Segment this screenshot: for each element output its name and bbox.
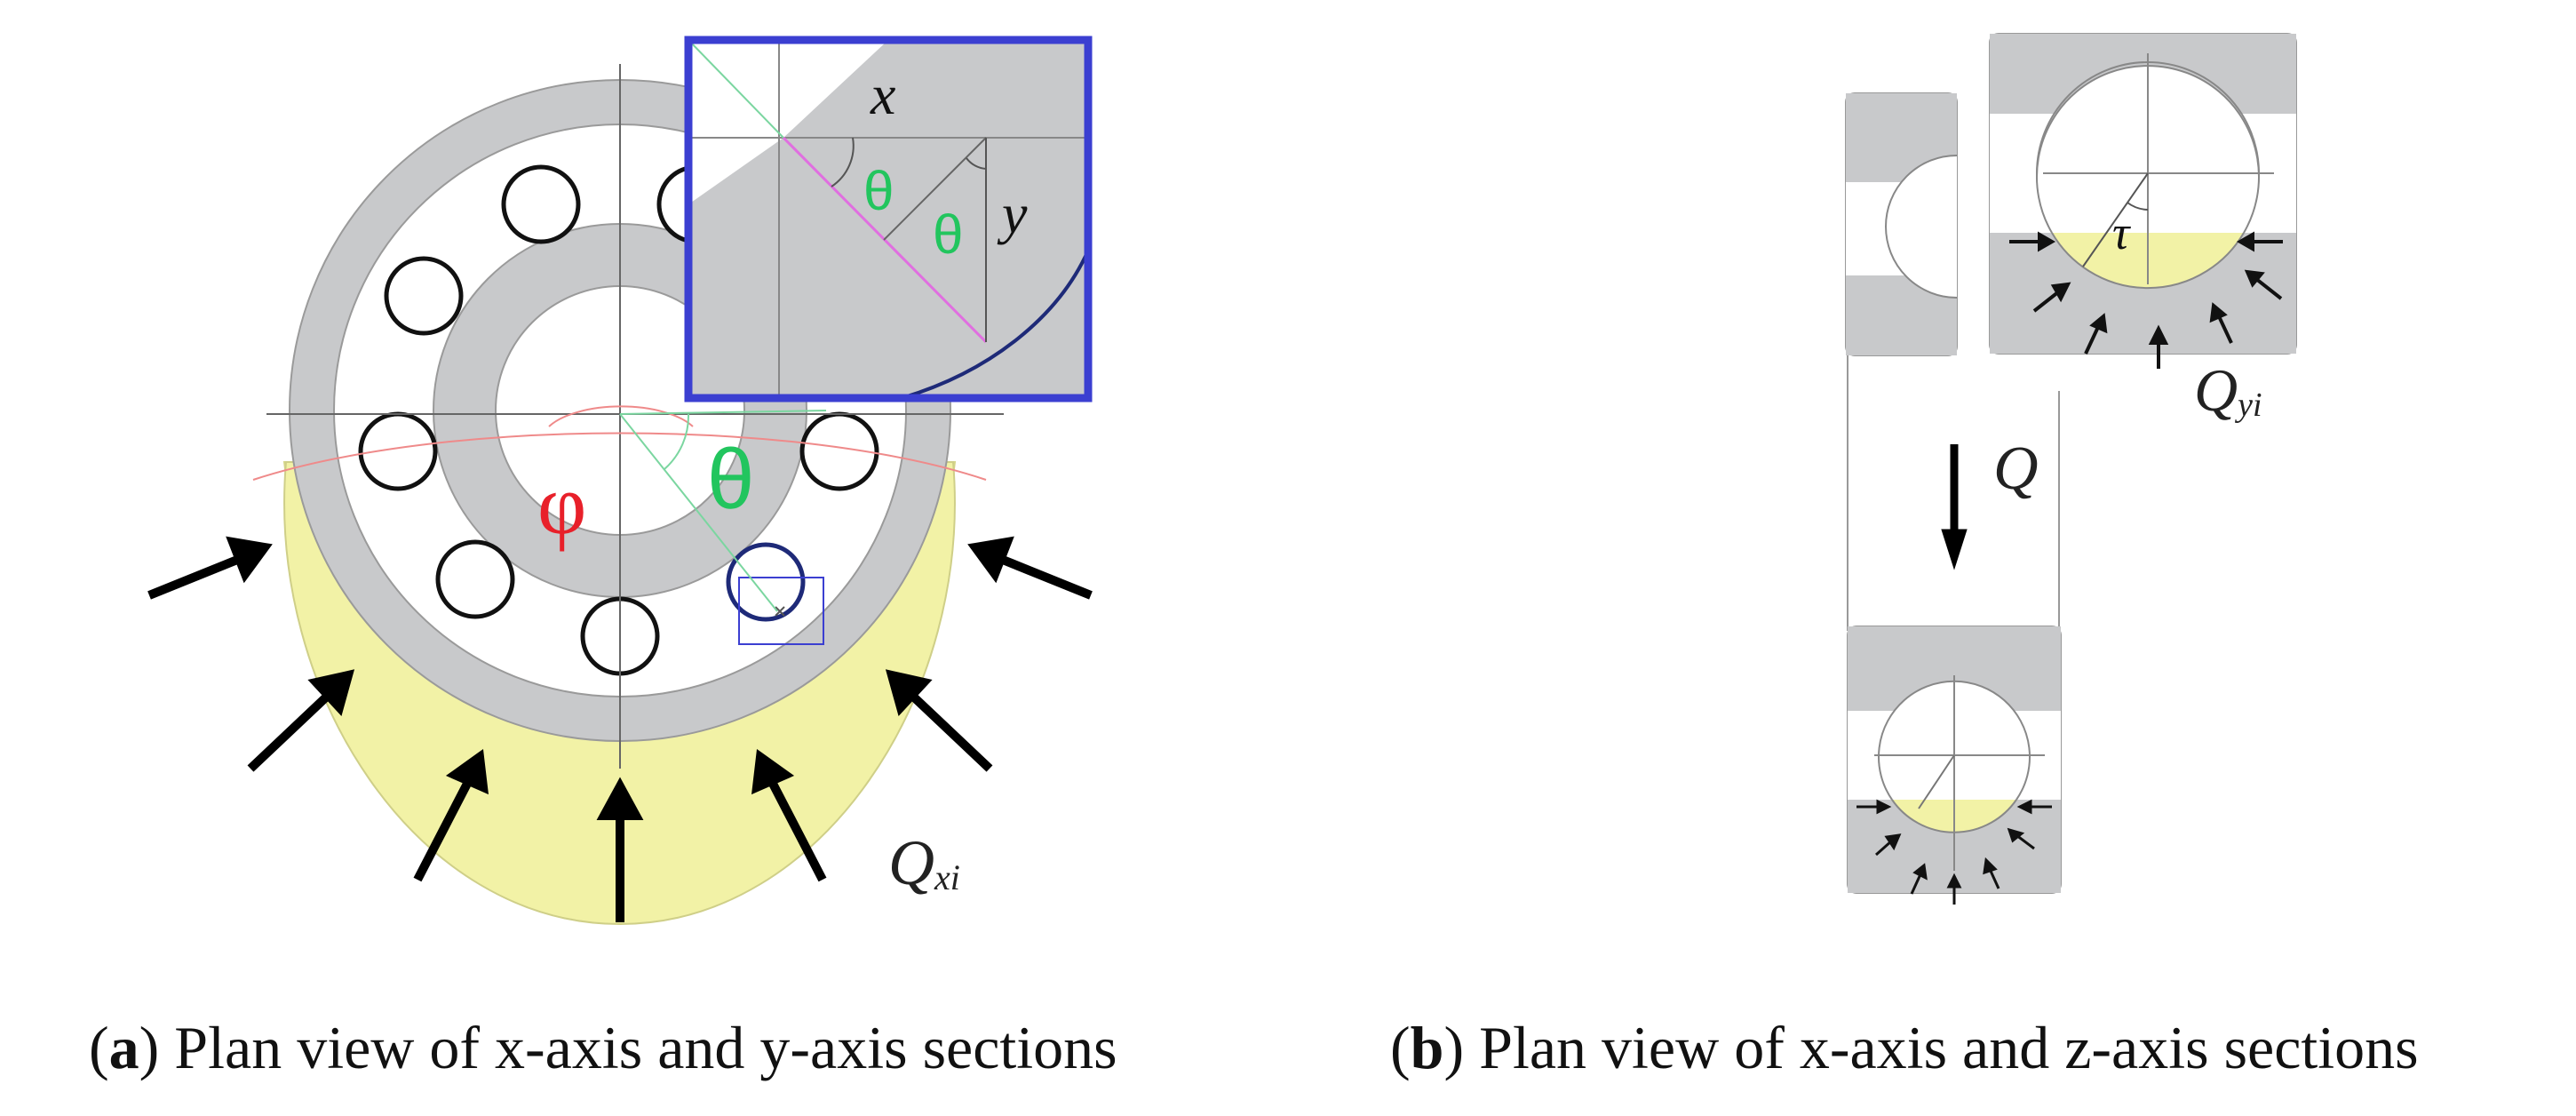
caption-b-text: ) Plan view of x-axis and z-axis section… — [1443, 1014, 2419, 1081]
rolling-balls — [358, 164, 879, 676]
bottom-small-arrows — [1856, 799, 2052, 905]
phi-label: φ — [537, 457, 586, 552]
caption-b-letter: b — [1410, 1014, 1444, 1081]
highlighted-ball — [726, 542, 806, 622]
tau-line — [2082, 172, 2149, 267]
left-bearing-section — [1845, 92, 1958, 356]
inset-normal-line — [883, 137, 987, 241]
phi-angle-arc — [548, 405, 694, 427]
top-right-bearing-section: τ Qyi — [1989, 33, 2297, 424]
ball — [501, 164, 581, 244]
caption-a-open: ( — [89, 1014, 109, 1081]
q-arrow-label: Q — [1993, 434, 2039, 503]
inset-x-label: x — [870, 63, 895, 126]
inset-y-label: y — [997, 182, 1028, 245]
zoom-box — [738, 577, 824, 645]
bottom-bearing-section — [1847, 626, 2062, 905]
ball — [435, 539, 515, 619]
reference-arc-red — [252, 432, 987, 481]
ball — [384, 256, 464, 336]
contact-line — [619, 413, 778, 612]
inset-gray-top — [783, 40, 1088, 138]
panel-b-diagram: τ Qyi Q — [1845, 33, 2297, 905]
inset-theta-2: θ — [933, 204, 963, 266]
inset-zoom: x θ θ y — [684, 36, 1093, 403]
load-arrow-head — [885, 669, 933, 716]
load-arrow-head — [967, 536, 1014, 584]
left-ball-half — [1885, 155, 1958, 299]
load-arrow-head — [226, 536, 273, 584]
ball-center-mark — [775, 606, 785, 617]
load-arrow-head — [596, 777, 644, 820]
caption-a: (a) Plan view of x-axis and y-axis secti… — [89, 1013, 1117, 1083]
inset-ball-edge — [901, 250, 1090, 400]
caption-a-text: ) Plan view of x-axis and y-axis section… — [139, 1014, 1117, 1081]
top-small-arrows — [2009, 231, 2283, 369]
inset-border — [684, 36, 1093, 403]
inset-arc-1 — [831, 137, 855, 187]
load-arrow-head — [445, 749, 489, 795]
contact-line-2 — [619, 410, 827, 415]
load-arrow-head — [751, 749, 795, 795]
tau-arc — [2127, 202, 2149, 211]
theta-label: θ — [707, 432, 754, 527]
caption-a-letter: a — [108, 1014, 139, 1081]
panel-a-diagram: φ θ Qxi x θ θ — [147, 36, 1093, 926]
load-arrows — [147, 536, 1093, 922]
caption-b: (b) Plan view of x-axis and z-axis secti… — [1390, 1013, 2419, 1083]
inset-arc-2 — [966, 157, 987, 170]
load-arrow-head — [307, 669, 355, 716]
inset-green-line — [688, 39, 784, 139]
tau-label: τ — [2112, 206, 2131, 259]
caption-b-open: ( — [1390, 1014, 1411, 1081]
q-xi-label: Qxi — [888, 827, 960, 898]
inset-gray-region — [688, 138, 1088, 398]
q-yi-label: Qyi — [2194, 356, 2262, 424]
theta-angle-arc — [664, 413, 690, 470]
q-force-arrow — [1941, 444, 1968, 570]
inset-theta-1: θ — [863, 161, 894, 222]
